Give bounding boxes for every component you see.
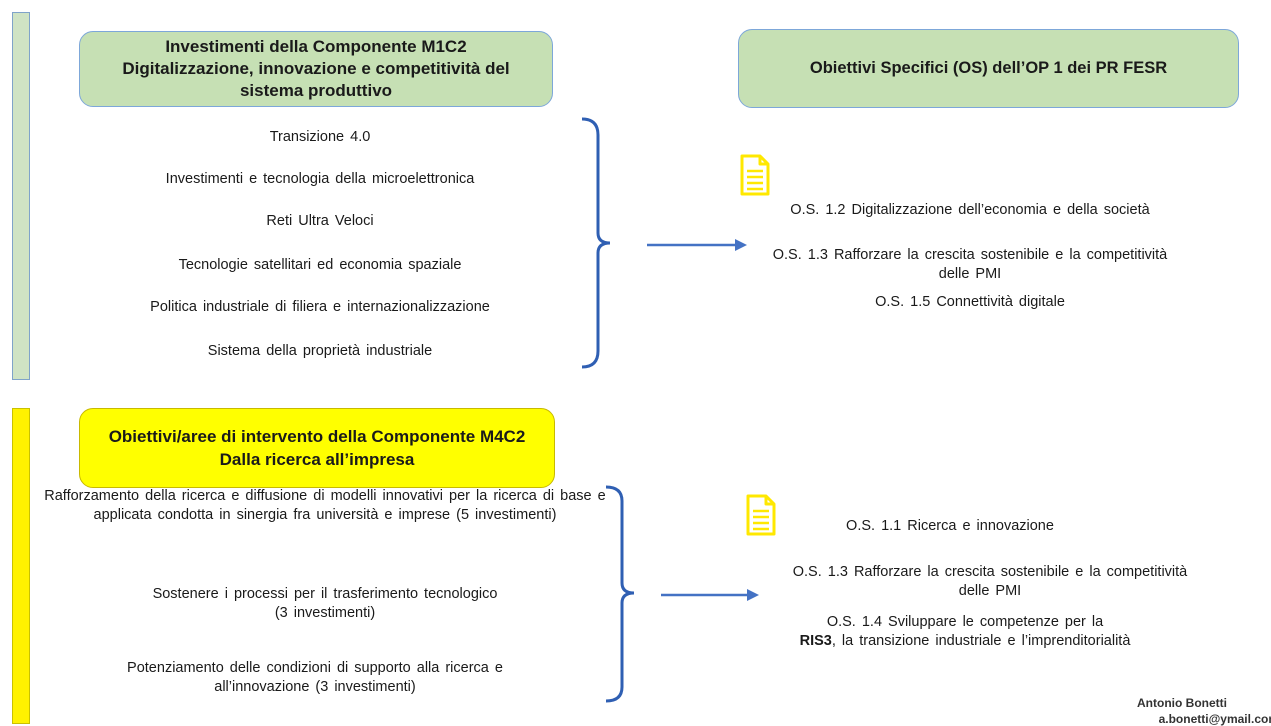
m4c2-item: Sostenere i processi per il trasferiment… [152,586,498,621]
objective-item: O.S. 1.3 Rafforzare la crescita sostenib… [792,564,1188,599]
objective-item: O.S. 1.1 Ricerca e innovazione [846,518,1054,534]
m1c2-header-box: Investimenti della Componente M1C2 Digit… [79,31,553,107]
m1c2-item: Sistema della proprietà industriale [207,343,433,359]
objective-item-composite: O.S. 1.4 Sviluppare le competenze per la… [790,613,1140,651]
bottom-arrow [661,589,759,601]
objective-item: O.S. 1.2 Digitalizzazione dell’economia … [790,202,1150,218]
objectives-header-text: Obiettivi Specifici (OS) dell’OP 1 dei P… [809,59,1168,77]
m4c2-item: Potenziamento delle condizioni di suppor… [127,660,503,695]
m1c2-item: Tecnologie satellitari ed economia spazi… [178,257,462,273]
top-right-bracket [581,117,611,369]
document-icon [740,154,770,196]
author-name: Antonio Bonetti [1137,696,1227,710]
m1c2-item: Transizione 4.0 [269,129,371,145]
objective-item: O.S. 1.5 Connettività digitale [875,294,1065,310]
m1c2-item: Reti Ultra Veloci [266,213,374,229]
m1c2-item: Politica industriale di filiera e intern… [150,299,490,315]
green-side-bar [12,12,30,380]
m4c2-header-text: Obiettivi/aree di intervento della Compo… [108,427,526,469]
bottom-right-bracket [605,485,635,703]
objective-item: O.S. 1.3 Rafforzare la crescita sostenib… [772,247,1168,282]
objective-text-part: , la transizione industriale e l’imprend… [831,633,1131,649]
yellow-side-bar [12,408,30,724]
document-icon [746,494,776,536]
top-arrow [647,239,747,251]
m4c2-header-box: Obiettivi/aree di intervento della Compo… [79,408,555,488]
m4c2-item: Rafforzamento della ricerca e diffusione… [44,488,606,523]
objective-text-part: O.S. 1.4 Sviluppare le competenze per la [826,614,1104,630]
objectives-header-box: Obiettivi Specifici (OS) dell’OP 1 dei P… [738,29,1239,108]
author-email: a.bonetti@ymail.com [1158,712,1271,726]
ris3-bold: RIS3 [799,633,832,649]
m1c2-header-text: Investimenti della Componente M1C2 Digit… [122,37,510,100]
m1c2-item: Investimenti e tecnologia della microele… [165,171,475,187]
